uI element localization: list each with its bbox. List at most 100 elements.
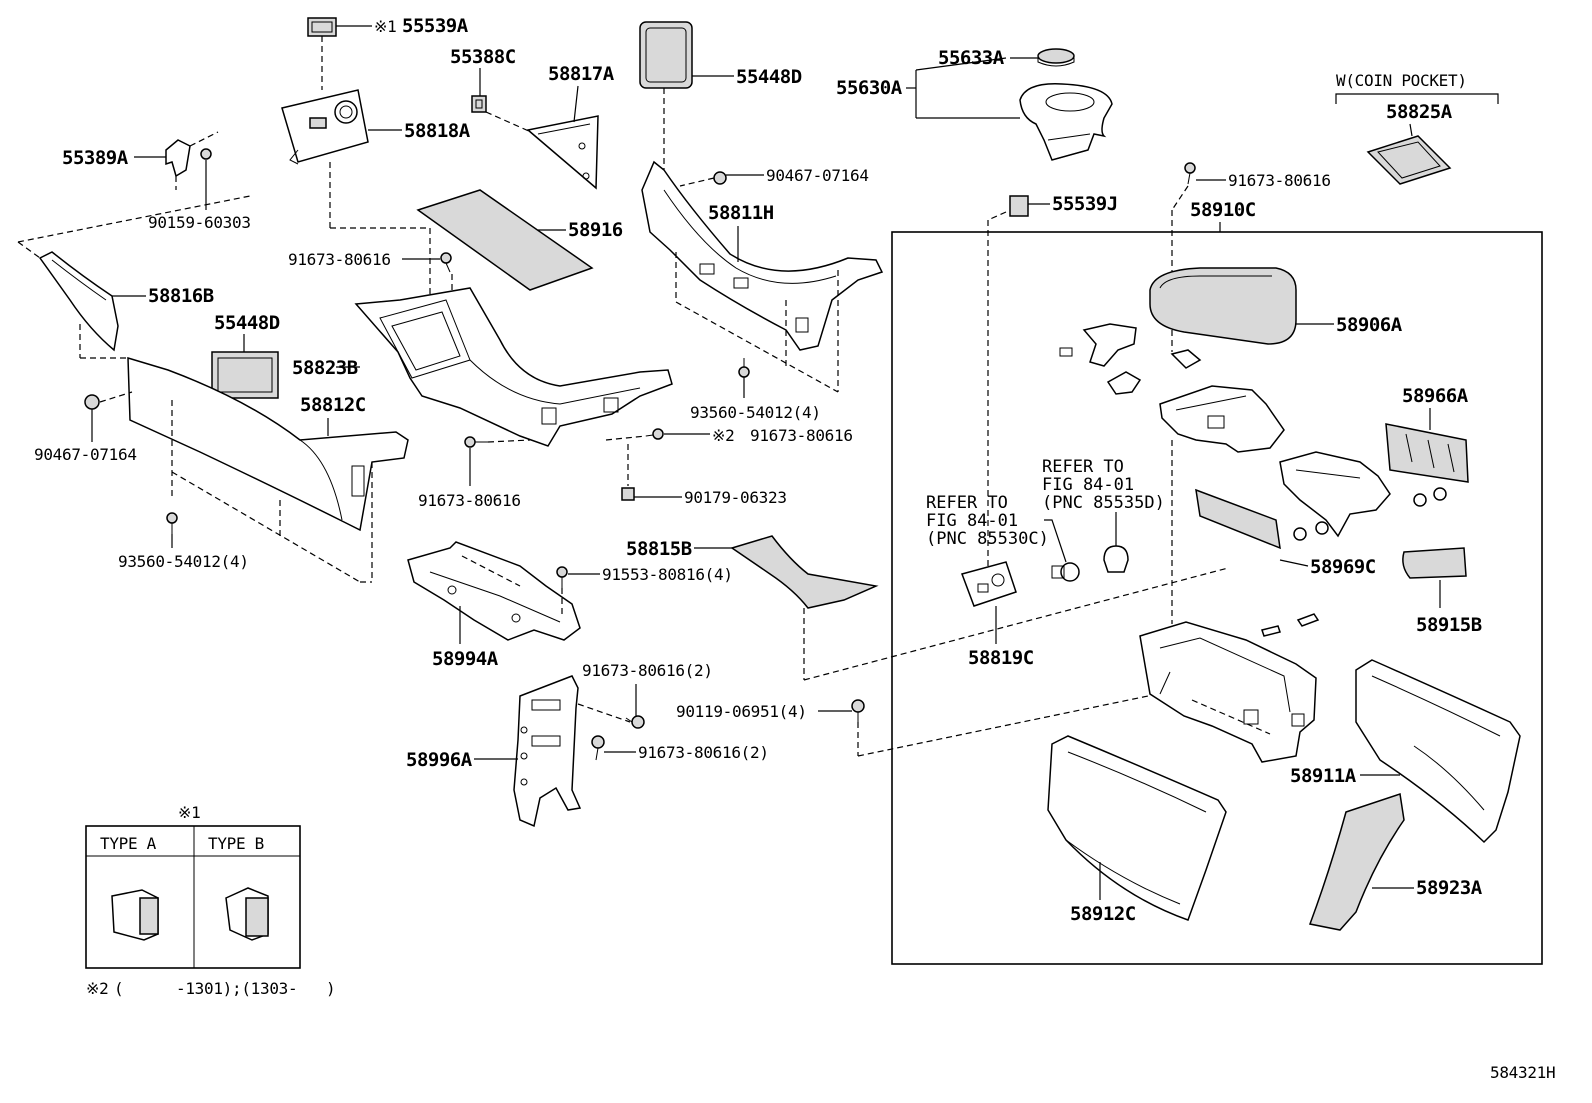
part-55630A-shift-boot	[1019, 83, 1113, 161]
footnote-text-a: (	[114, 979, 123, 998]
part-inner-frame-lower	[1279, 451, 1391, 538]
part-91673-tr-screw	[1184, 162, 1196, 185]
label-58817A: 58817A	[548, 63, 615, 85]
label-58816B: 58816B	[148, 285, 214, 307]
label-58996A: 58996A	[406, 749, 473, 771]
label-58915B: 58915B	[1416, 614, 1482, 636]
legend-type-a: TYPE A	[100, 834, 157, 853]
part-90119-bolt	[851, 699, 865, 722]
label-58966A: 58966A	[1402, 385, 1469, 407]
footnote-mark: ※2	[86, 979, 108, 998]
label-93560-54012-mid: 93560-54012(4)	[690, 403, 821, 422]
mark-1-55539A: ※1	[374, 17, 396, 36]
part-91673-a-screw	[440, 252, 452, 273]
part-55539J-clip	[1009, 195, 1029, 217]
part-55389A-bracket	[165, 139, 191, 178]
label-91673-80616-2b: 91673-80616(2)	[638, 743, 769, 762]
part-58916-mat	[416, 189, 594, 291]
part-58996A-bracket	[513, 675, 582, 828]
part-93560-mid-screw	[738, 358, 750, 378]
assembly-box-58910C	[891, 231, 1543, 965]
part-58812C-lower-panel	[127, 356, 409, 532]
label-58969C: 58969C	[1310, 556, 1376, 578]
part-58819C-bracket	[961, 561, 1017, 607]
part-58825A-coin-pocket	[1366, 135, 1452, 185]
legend-type-b: TYPE B	[208, 834, 264, 853]
ref-85535D-line3: (PNC 85535D)	[1042, 493, 1165, 513]
part-91673-2a-bolt	[625, 715, 645, 729]
part-55448D-left-pad	[211, 351, 279, 399]
part-small-screws	[1261, 613, 1320, 637]
ref-85530C-line1: REFER TO	[926, 493, 1008, 513]
part-58911A-side-panel	[1355, 659, 1521, 844]
ref-85535D-line1: REFER TO	[1042, 457, 1124, 477]
label-58819C: 58819C	[968, 647, 1034, 669]
part-90159-clip	[200, 148, 212, 160]
label-91673-80616-a: 91673-80616	[288, 250, 391, 269]
part-55448D-top-pad	[639, 21, 693, 89]
part-58816B-side-panel	[38, 251, 119, 352]
part-91673-c-screw	[645, 428, 664, 440]
part-58923A-end-cap	[1308, 793, 1405, 931]
label-58906A: 58906A	[1336, 314, 1403, 336]
label-90467-07164-left: 90467-07164	[34, 445, 137, 464]
part-58823B-center-tray	[354, 287, 673, 447]
part-90179-nut	[621, 487, 635, 501]
part-58915B-cover	[1402, 547, 1467, 579]
label-58923A: 58923A	[1416, 877, 1483, 899]
part-55539A-clip	[307, 17, 337, 37]
label-55633A: 55633A	[938, 47, 1005, 69]
part-58966A-trim	[1385, 423, 1469, 483]
label-55448D-left: 55448D	[214, 312, 280, 334]
label-91673-80616-b: 91673-80616	[418, 491, 521, 510]
label-90179-06323: 90179-06323	[684, 488, 787, 507]
label-58818A: 58818A	[404, 120, 471, 142]
label-91673-80616-tr: 91673-80616	[1228, 171, 1331, 190]
part-inner-frame-upper	[1159, 385, 1285, 453]
label-55389A: 55389A	[62, 147, 129, 169]
label-90159-60303: 90159-60303	[148, 213, 251, 232]
part-58994A-bracket	[407, 541, 581, 641]
label-coin-pocket: W(COIN POCKET)	[1336, 71, 1467, 90]
label-93560-54012-lower: 93560-54012(4)	[118, 552, 249, 571]
part-58818A-panel	[281, 89, 369, 165]
part-85530C-socket	[1051, 562, 1080, 582]
ref-85535D-line2: FIG 84-01	[1042, 475, 1134, 495]
legend-box	[85, 825, 301, 969]
label-58912C: 58912C	[1070, 903, 1136, 925]
label-90467-07164-top: 90467-07164	[766, 166, 869, 185]
part-90467-left-clip	[84, 394, 100, 410]
label-55539J: 55539J	[1052, 193, 1118, 215]
part-93560-lower-screw	[166, 512, 178, 534]
part-58817A-bracket	[526, 115, 599, 190]
label-91673-80616-c: 91673-80616	[750, 426, 853, 445]
part-58815B-mat	[730, 535, 879, 609]
part-58906A-armrest-lid	[1149, 267, 1297, 345]
part-55633A-cap	[1037, 48, 1075, 67]
ref-85530C-line3: (PNC 85530C)	[926, 529, 1049, 549]
ref-85530C-line2: FIG 84-01	[926, 511, 1018, 531]
part-58811H-rear-panel	[641, 160, 884, 351]
label-58910C: 58910C	[1190, 199, 1256, 221]
part-58969C-trim	[1195, 488, 1281, 550]
label-58815B: 58815B	[626, 538, 692, 560]
label-91673-80616-2a: 91673-80616(2)	[582, 661, 713, 680]
label-58823B: 58823B	[292, 357, 358, 379]
legend-title: ※1	[178, 803, 200, 822]
part-91673-b-screw	[464, 436, 488, 448]
part-91553-bolt	[556, 566, 568, 588]
part-console-lower-box	[1139, 621, 1317, 763]
part-91673-2b-bolt	[591, 735, 605, 761]
part-58912C-side-panel	[1047, 735, 1227, 921]
label-58994A: 58994A	[432, 648, 499, 670]
part-bumpers	[1293, 487, 1447, 541]
label-55539A: 55539A	[402, 15, 469, 37]
label-58812C: 58812C	[300, 394, 366, 416]
label-58916: 58916	[568, 219, 623, 241]
label-58811H: 58811H	[708, 202, 774, 224]
label-55630A: 55630A	[836, 77, 903, 99]
legend-type-b-clip	[225, 887, 269, 941]
label-90119-06951: 90119-06951(4)	[676, 702, 807, 721]
mark-2-91673: ※2	[712, 426, 734, 445]
